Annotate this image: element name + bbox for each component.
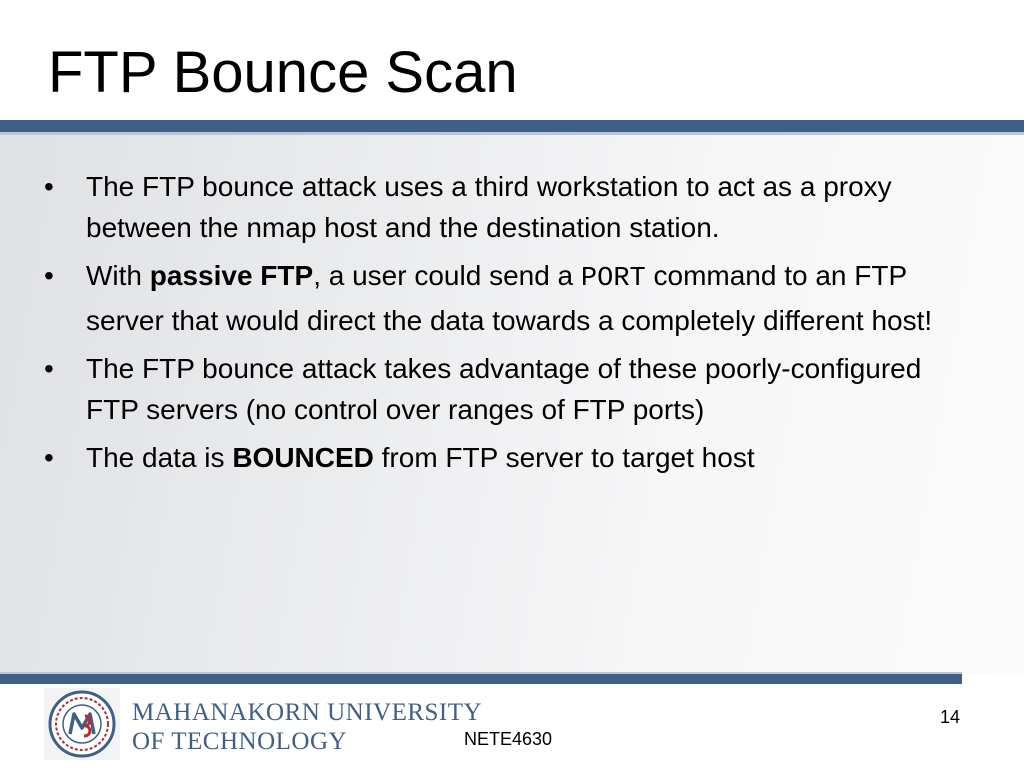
- footer-divider-bar: [0, 672, 962, 684]
- bullet-2-text-end: command to an FTP server that would dire…: [86, 260, 933, 336]
- bullet-item-4: • The data is BOUNCED from FTP server to…: [44, 437, 964, 478]
- bullet-marker: •: [44, 353, 54, 384]
- bullet-item-3: • The FTP bounce attack takes advantage …: [44, 348, 964, 430]
- bullet-item-1: • The FTP bounce attack uses a third wor…: [44, 166, 964, 248]
- bullet-4-bold-term: BOUNCED: [232, 442, 374, 473]
- bullet-4-text-end: from FTP server to target host: [373, 442, 755, 473]
- slide-title: FTP Bounce Scan: [48, 40, 518, 105]
- bullet-1-text: The FTP bounce attack uses a third works…: [86, 171, 892, 243]
- bullet-marker: •: [44, 442, 54, 473]
- content-panel: [0, 135, 1024, 673]
- bullet-2-bold-term: passive FTP: [149, 260, 314, 291]
- university-name-line-1: MAHANAKORN UNIVERSITY: [132, 699, 483, 726]
- university-name: MAHANAKORN UNIVERSITY OF TECHNOLOGY: [132, 698, 482, 756]
- title-divider-bar: [0, 120, 1024, 135]
- university-name-line-2: OF TECHNOLOGY: [132, 728, 348, 755]
- bullet-marker: •: [44, 260, 54, 291]
- university-seal-icon: [44, 688, 120, 760]
- bullet-item-2: • With passive FTP, a user could send a …: [44, 255, 964, 341]
- bullet-2-text-middle: , a user could send a: [313, 260, 581, 291]
- bullet-4-text-start: The data is: [86, 442, 233, 473]
- bullet-list: • The FTP bounce attack uses a third wor…: [44, 166, 964, 485]
- bullet-2-code-term: PORT: [580, 264, 646, 294]
- bullet-marker: •: [44, 171, 54, 202]
- slide-number: 14: [940, 707, 961, 727]
- course-code: NETE4630: [464, 729, 553, 749]
- bullet-3-text: The FTP bounce attack takes advantage of…: [86, 353, 922, 425]
- bullet-2-text-start: With: [86, 260, 150, 291]
